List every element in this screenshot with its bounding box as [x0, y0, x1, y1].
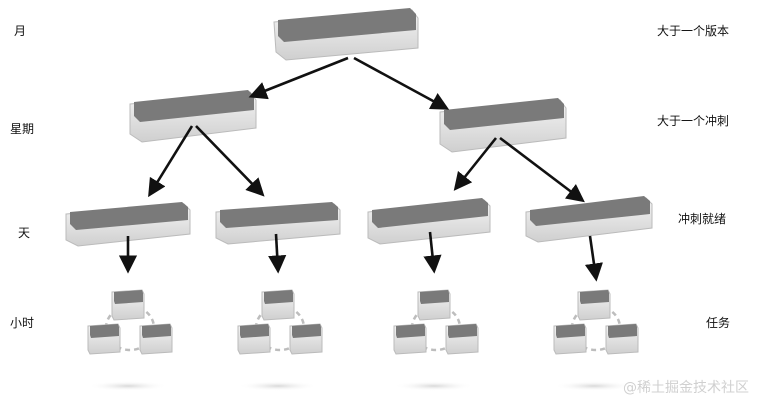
task-cube-top	[111, 289, 145, 321]
block-day-1	[65, 202, 191, 247]
level-desc-task: 任务	[706, 316, 731, 330]
task-cluster-3	[393, 289, 479, 391]
task-cube-left	[237, 323, 271, 355]
cluster-shadow	[88, 381, 168, 391]
task-cube-right	[445, 323, 479, 355]
task-cluster-2	[237, 289, 323, 391]
cluster-shadow	[554, 381, 634, 391]
cluster-shadow	[394, 381, 474, 391]
level-label-month: 月	[14, 24, 27, 38]
block-day-3	[367, 198, 491, 245]
block-month	[273, 8, 419, 61]
arrows	[118, 56, 603, 282]
task-cube-left	[87, 323, 121, 355]
level-label-hour: 小时	[10, 316, 35, 330]
block-week-left	[129, 90, 257, 143]
block-day-2	[215, 202, 341, 245]
level-desc-sprint: 大于一个冲刺	[657, 114, 730, 128]
level-desc-sprint-ready: 冲刺就绪	[678, 212, 727, 226]
task-cube-right	[289, 323, 323, 355]
task-cluster-4	[553, 289, 639, 391]
level-label-day: 天	[18, 226, 31, 240]
task-cube-right	[605, 323, 639, 355]
cluster-shadow	[238, 381, 318, 391]
task-cube-left	[393, 323, 427, 355]
task-cube-top	[417, 289, 451, 321]
block-day-4	[525, 196, 653, 243]
task-cube-right	[139, 323, 173, 355]
level-desc-release: 大于一个版本	[657, 24, 730, 38]
task-cube-top	[577, 289, 611, 321]
watermark: @稀土掘金技术社区	[623, 380, 749, 396]
task-cube-top	[261, 289, 295, 321]
task-cluster-1	[87, 289, 173, 391]
level-label-week: 星期	[10, 122, 35, 136]
block-week-right	[439, 98, 567, 153]
task-cube-left	[553, 323, 587, 355]
task-clusters	[87, 289, 639, 391]
